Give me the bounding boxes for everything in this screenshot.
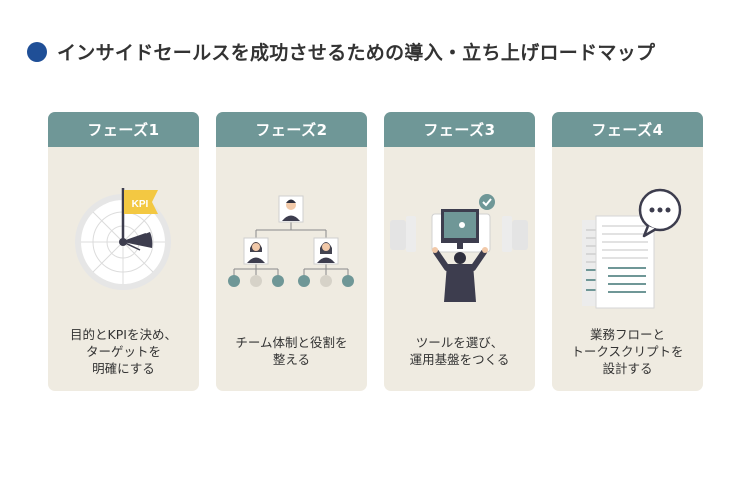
title-bullet-icon (27, 41, 47, 62)
business-flow-script-icon (582, 188, 682, 309)
team-org-chart-icon (228, 195, 354, 287)
page-title: インサイドセールスを成功させるための導入・立ち上げロードマップ (57, 42, 656, 64)
description-line: チーム体制と役割を (235, 335, 348, 350)
kpi-target-flag-icon: KPI (75, 188, 171, 290)
phase-label: フェーズ3 (384, 112, 535, 147)
description-line: 設計する (602, 360, 653, 376)
phase-label: フェーズ4 (552, 112, 703, 147)
description-line: 整える (272, 352, 311, 367)
description-line: 運用基盤をつくる (409, 352, 510, 367)
phase-card-4: フェーズ4 (552, 112, 703, 391)
phase-label: フェーズ1 (48, 112, 199, 147)
phase-label: フェーズ2 (216, 112, 367, 147)
kpi-flag-label: KPI (132, 199, 149, 210)
phase-card-1: フェーズ1 KPI 目的とKPIを決め、 ターゲットを 明確にする (48, 112, 199, 391)
phase-description: 業務フローと トークスクリプトを 設計する (552, 322, 703, 380)
description-line: ツールを選び、 (415, 335, 504, 350)
phase-description: ツールを選び、 運用基盤をつくる (384, 322, 535, 380)
phase-card-2: フェーズ2 (216, 112, 367, 391)
page-title-row: インサイドセールスを成功させるための導入・立ち上げロードマップ (27, 38, 655, 65)
tool-selection-icon (390, 194, 528, 302)
phase-cards: フェーズ1 KPI 目的とKPIを決め、 ターゲットを 明確にする (48, 112, 703, 391)
phase-card-3: フェーズ3 ツールを選び、 運用基盤をつくる (384, 112, 535, 391)
description-line: 目的とKPIを決め、 (70, 326, 177, 342)
phase-description: チーム体制と役割を 整える (216, 322, 367, 380)
description-line: 明確にする (92, 360, 155, 376)
description-line: ターゲットを (85, 343, 161, 359)
description-line: トークスクリプトを (571, 343, 684, 359)
description-line: 業務フローと (589, 326, 665, 342)
phase-description: 目的とKPIを決め、 ターゲットを 明確にする (48, 322, 199, 380)
